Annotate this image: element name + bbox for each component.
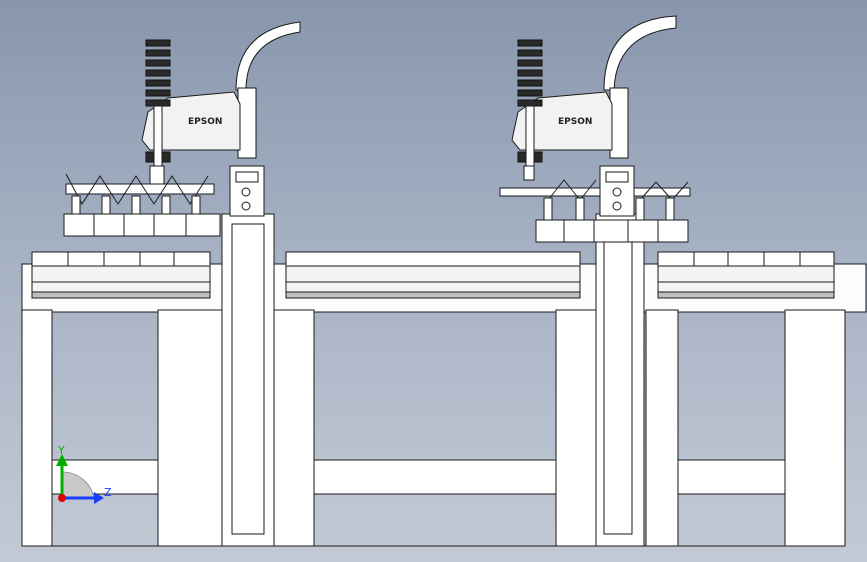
conveyor-middle: [285, 251, 581, 299]
workbench-frame: [21, 263, 867, 547]
triad-origin-marker: [58, 494, 66, 502]
robot-right[interactable]: EPSON: [499, 15, 691, 547]
conveyor-left: [31, 251, 211, 299]
brand-label-right: EPSON: [558, 117, 592, 127]
y-axis-arrow-head: [56, 454, 68, 466]
conveyor-right: [657, 251, 835, 299]
z-axis-arrow-head: [94, 492, 104, 504]
view-orientation-triad[interactable]: Y Z: [56, 444, 112, 504]
z-axis-label: Z: [104, 486, 112, 499]
y-axis-label: Y: [57, 444, 65, 457]
robot-left[interactable]: EPSON: [63, 21, 301, 547]
brand-label-left: EPSON: [188, 117, 222, 127]
